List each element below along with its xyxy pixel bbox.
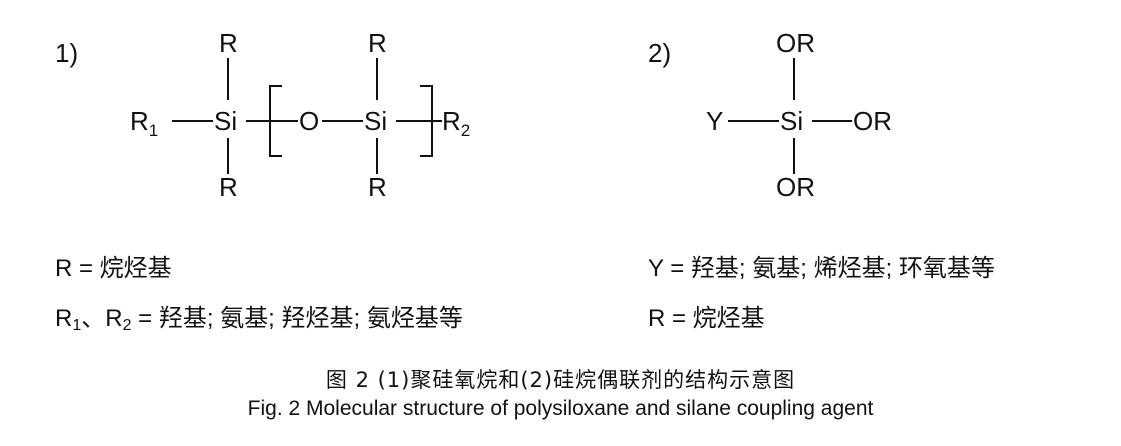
r-top-1-atom: R	[219, 28, 238, 58]
bracket-right	[420, 85, 433, 157]
y-atom: Y	[706, 106, 723, 136]
panel-2-label: 2)	[648, 38, 671, 68]
silane-coupling-agent-structure: 2) Y Si OR OR OR	[648, 28, 892, 202]
legend-right-line-2: R = 烷烃基	[648, 305, 765, 332]
r1-atom: R1	[130, 106, 158, 140]
r-bot-2-atom: R	[368, 172, 387, 202]
legend-left-line-2: R1、R2 = 羟基; 氨基; 羟烃基; 氨烃基等	[55, 305, 463, 334]
si2-atom: Si	[364, 106, 387, 136]
or-top-atom: OR	[776, 28, 815, 58]
or-bottom-atom: OR	[776, 172, 815, 202]
si1-atom: Si	[214, 106, 237, 136]
polysiloxane-structure: 1) R1 Si R R O Si R R R2	[55, 28, 470, 202]
bracket-left	[269, 85, 282, 157]
legend-left-line-1: R = 烷烃基	[55, 255, 172, 282]
legend-right-line-1: Y = 羟基; 氨基; 烯烃基; 环氧基等	[648, 255, 995, 282]
or-right-atom: OR	[853, 106, 892, 136]
panel-1-label: 1)	[55, 38, 78, 68]
si-atom: Si	[780, 106, 803, 136]
r2-atom: R2	[442, 106, 470, 140]
r-top-2-atom: R	[368, 28, 387, 58]
figure-caption-chinese: 图 2 (1)聚硅氧烷和(2)硅烷偶联剂的结构示意图	[325, 368, 796, 392]
molecular-structure-diagram: 1) R1 Si R R O Si R R R2 2) Y Si OR	[55, 28, 892, 202]
o-atom: O	[299, 106, 319, 136]
figure-caption-english: Fig. 2 Molecular structure of polysiloxa…	[247, 397, 874, 420]
r-bot-1-atom: R	[219, 172, 238, 202]
